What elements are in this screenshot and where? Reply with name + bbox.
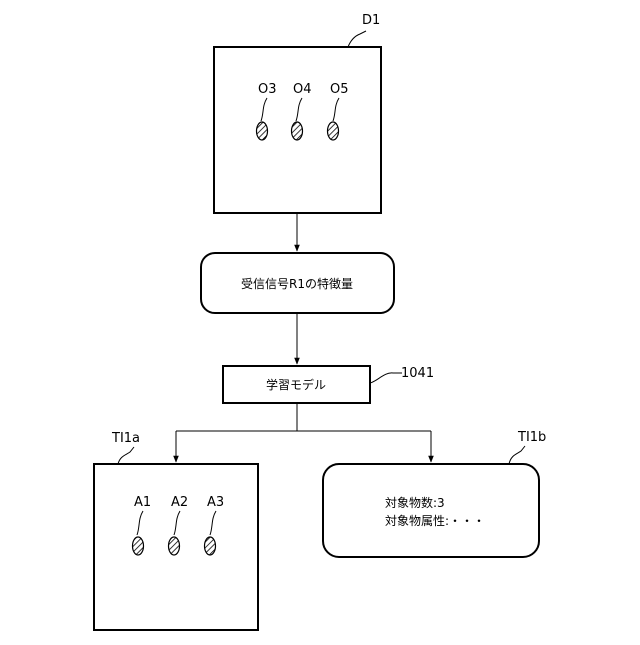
feature-box: 受信信号R1の特徴量 (201, 253, 394, 313)
object-marker-o5 (328, 122, 339, 140)
object-label-o3: O3 (258, 82, 277, 97)
object-label-a1: A1 (134, 495, 151, 510)
model-box-label: 学習モデル (266, 377, 326, 392)
left-output-ref: TI1a (111, 431, 140, 446)
object-label-o4: O4 (293, 82, 312, 97)
object-count-text: 対象物数:3 (385, 495, 445, 510)
model-box: 学習モデル 1041 (223, 366, 434, 403)
object-marker-o3 (257, 122, 268, 140)
object-label-a2: A2 (171, 495, 188, 510)
right-output-frame (323, 464, 539, 557)
feature-box-label: 受信信号R1の特徴量 (241, 276, 353, 291)
input-box-leader (348, 31, 366, 47)
object-marker-a1 (133, 537, 144, 555)
object-label-a3: A3 (207, 495, 224, 510)
left-output-leader (118, 447, 134, 464)
input-box-ref: D1 (362, 13, 380, 28)
object-attribute-text: 対象物属性:・・・ (385, 514, 485, 528)
model-box-ref: 1041 (401, 366, 434, 381)
object-label-o5: O5 (330, 82, 349, 97)
input-signal-box: D1 O3 O4 O5 (214, 13, 381, 213)
right-output-box: TI1b 対象物数:3 対象物属性:・・・ (323, 430, 546, 557)
object-marker-a2 (169, 537, 180, 555)
object-marker-a3 (205, 537, 216, 555)
right-output-leader (509, 446, 525, 464)
model-box-leader (370, 373, 402, 383)
right-output-ref: TI1b (517, 430, 546, 445)
object-marker-o4 (292, 122, 303, 140)
